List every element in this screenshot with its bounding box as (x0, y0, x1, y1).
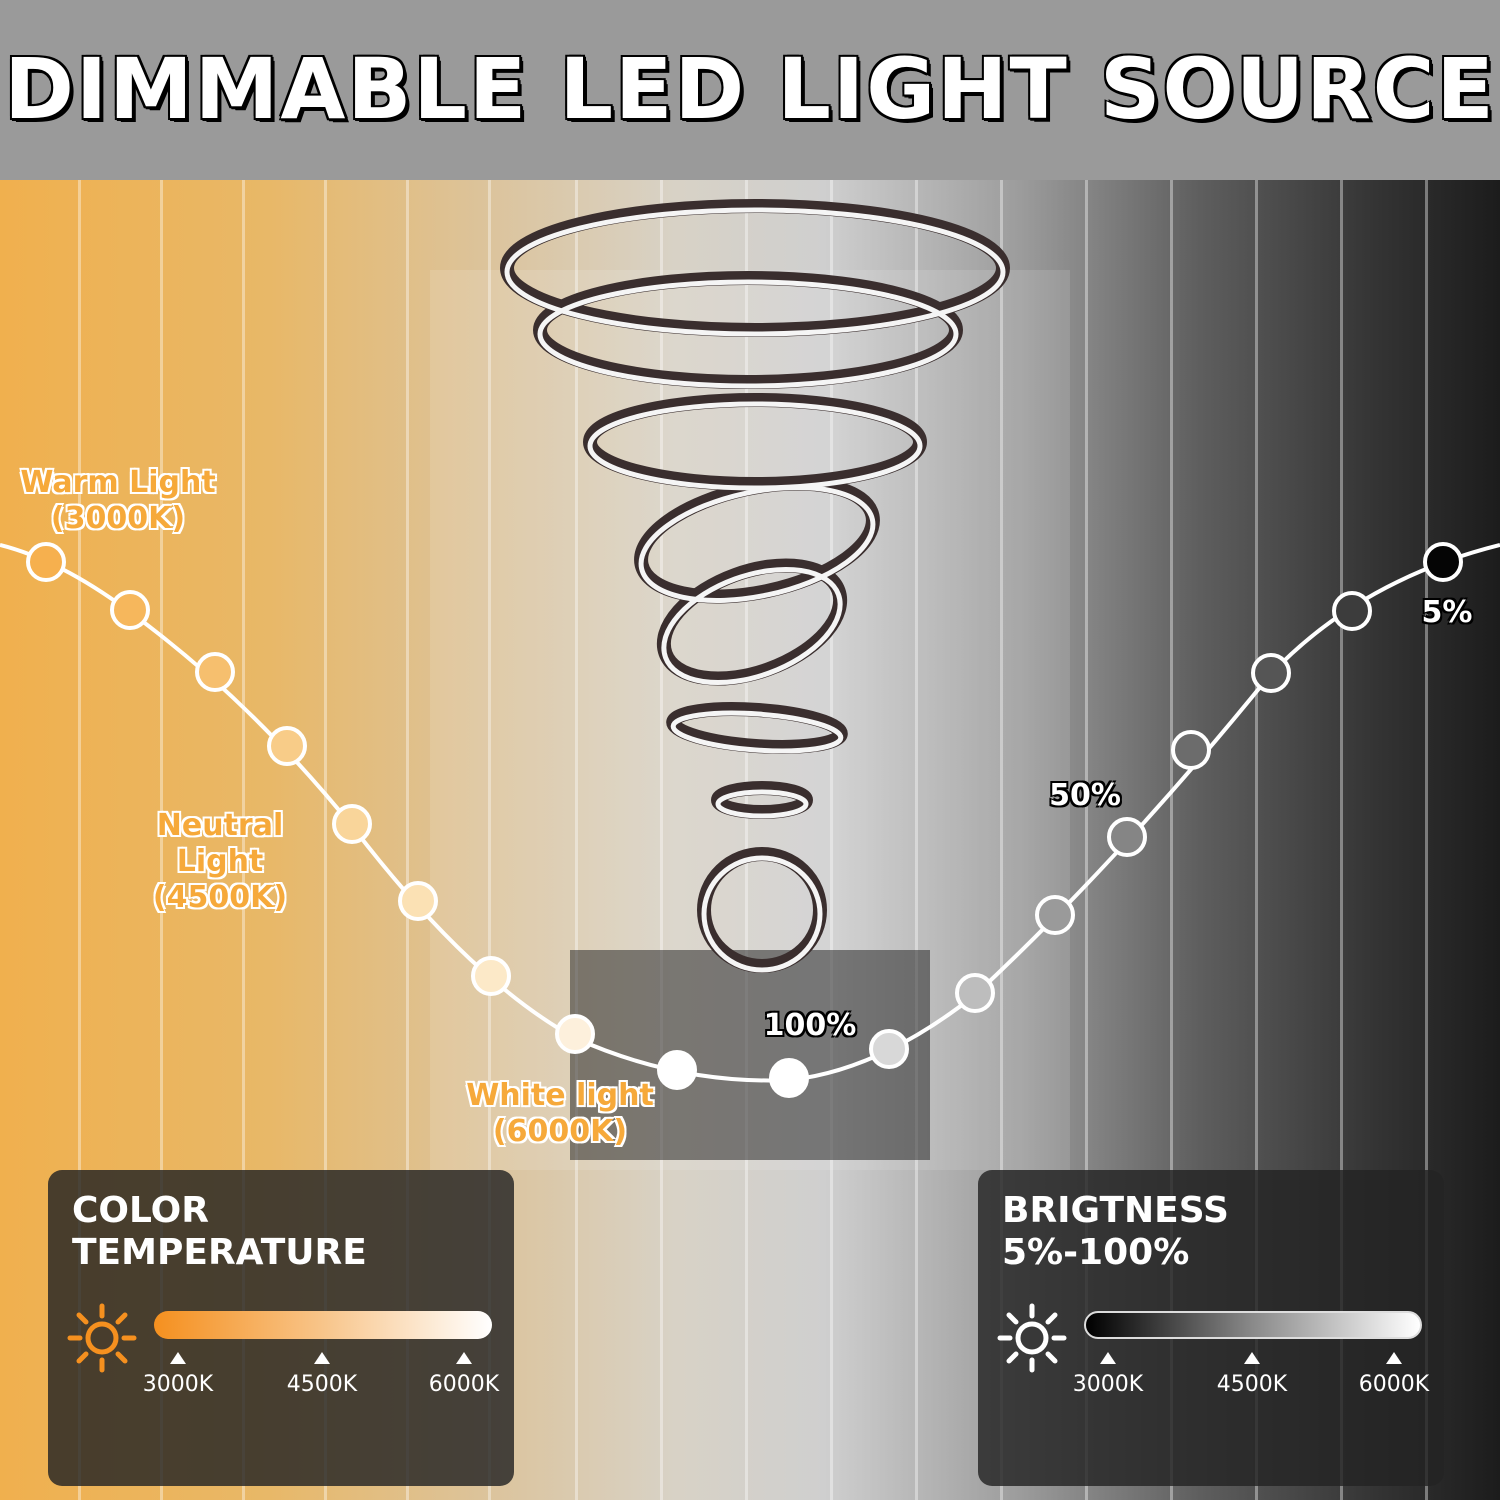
tick-label-3000k: 3000K (142, 1372, 214, 1397)
tick-marker (314, 1352, 330, 1364)
tick-label-4500k: 4500K (1216, 1372, 1288, 1397)
light-stripe (575, 180, 578, 1500)
panel-subtitle: TEMPERATURE (72, 1232, 367, 1273)
light-stripe (1255, 180, 1258, 1500)
light-stripe (160, 180, 163, 1500)
brightness-gradient-bar (1084, 1311, 1422, 1339)
curve-dot (1107, 817, 1147, 857)
curve-dot (471, 956, 511, 996)
curve-dots (26, 542, 1463, 1098)
curve-dot (267, 726, 307, 766)
light-stripe (830, 180, 833, 1500)
light-stripe (488, 180, 491, 1500)
title-banner: DIMMABLE LED LIGHT SOURCE (0, 0, 1500, 180)
light-stripe (324, 180, 327, 1500)
tick-label-3000k: 3000K (1072, 1372, 1144, 1397)
panel-subtitle: 5%-100% (1002, 1232, 1190, 1273)
light-stripe (1085, 180, 1088, 1500)
panel-title: BRIGTNESS (1002, 1190, 1229, 1231)
curve-dot (869, 1029, 909, 1069)
panel-title: COLOR (72, 1190, 210, 1231)
tick-marker (1244, 1352, 1260, 1364)
light-stripe (406, 180, 409, 1500)
tick-marker (1386, 1352, 1402, 1364)
light-stripe (1425, 180, 1428, 1500)
tick-marker (456, 1352, 472, 1364)
brightness-panel: BRIGTNESS 5%-100% 3000K 4500K 6000K (978, 1170, 1444, 1486)
tick-label-4500k: 4500K (286, 1372, 358, 1397)
light-stripe (660, 180, 663, 1500)
curve-dot (1171, 730, 1211, 770)
curve-dot (1251, 653, 1291, 693)
sun-icon (67, 1303, 137, 1373)
curve-dot (398, 881, 438, 921)
light-stripe (1340, 180, 1343, 1500)
color-temperature-gradient-bar (154, 1311, 492, 1339)
white-light-label: White light (6000K) (466, 1078, 654, 1149)
curve-dot (555, 1014, 595, 1054)
curve-dot (332, 804, 372, 844)
color-temperature-panel: COLOR TEMPERATURE 3000K 4500K 6000K (48, 1170, 514, 1486)
curve-dot (195, 652, 235, 692)
tick-marker (170, 1352, 186, 1364)
light-stripe (242, 180, 245, 1500)
curve-dot (1035, 895, 1075, 935)
light-stripe (915, 180, 918, 1500)
neutral-light-label: Neutral Light (4500K) (152, 808, 288, 915)
warm-light-label: Warm Light (3000K) (20, 465, 216, 536)
light-stripe (1170, 180, 1173, 1500)
tick-label-6000k: 6000K (1358, 1372, 1430, 1397)
tick-label-6000k: 6000K (428, 1372, 500, 1397)
curve-dot (769, 1058, 809, 1098)
light-stripe (1000, 180, 1003, 1500)
brightness-50-label: 50% (1049, 778, 1121, 813)
curve-dot (1332, 591, 1372, 631)
chandelier-icon (500, 199, 1010, 973)
tick-marker (1100, 1352, 1116, 1364)
light-stripe (78, 180, 81, 1500)
curve-dot (26, 542, 66, 582)
curve-dot (1423, 542, 1463, 582)
banner-title: DIMMABLE LED LIGHT SOURCE (4, 40, 1496, 138)
curve-dot (955, 973, 995, 1013)
curve-dot (110, 590, 150, 630)
brightness-100-label: 100% (763, 1008, 857, 1043)
light-stripe (745, 180, 748, 1500)
brightness-5-label: 5% (1421, 595, 1473, 630)
curve-dot (657, 1050, 697, 1090)
sun-outline-icon (997, 1303, 1067, 1373)
